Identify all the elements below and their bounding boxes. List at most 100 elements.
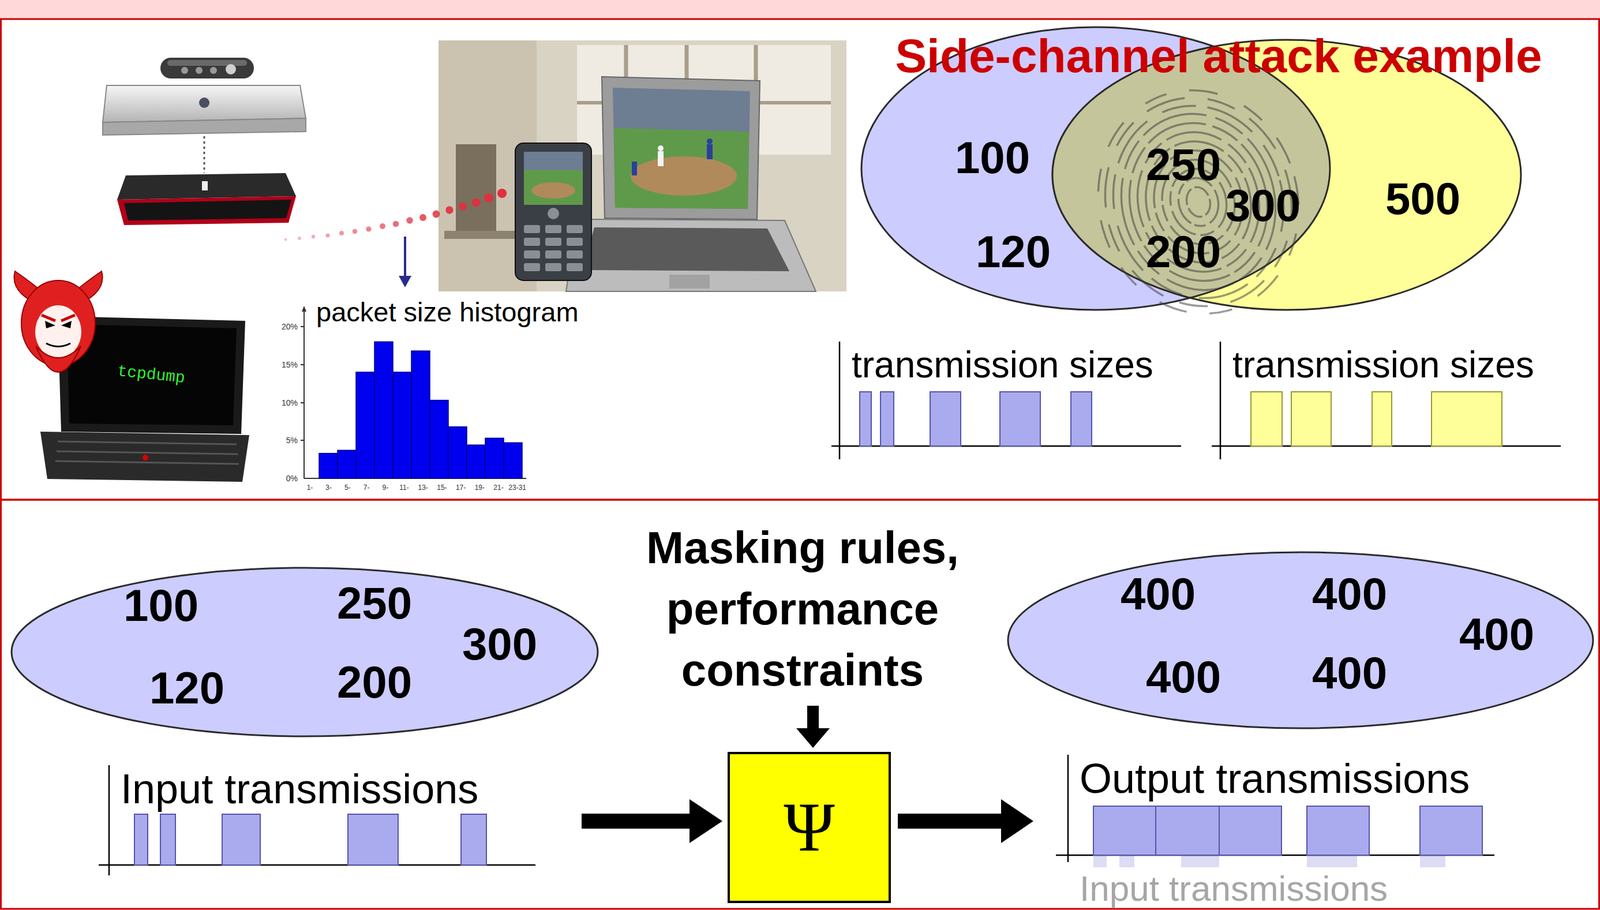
sniff-arrow-part: [398, 275, 412, 288]
wireless-signal-part: [365, 226, 372, 232]
packet-size-histogram: [300, 305, 527, 479]
fingerprint-part: [1122, 118, 1275, 286]
input-size-set-shape: [11, 567, 598, 737]
fingerprint-part: [1142, 140, 1254, 264]
size-value: 200: [1145, 226, 1221, 279]
attacker-laptop-part: [57, 441, 237, 445]
input-transmission-chart: [98, 765, 536, 876]
size-value: 500: [1385, 173, 1461, 226]
fingerprint-part: [1173, 173, 1224, 231]
packet-size-histogram-part: [300, 439, 305, 441]
packet-size-histogram-part-part: [392, 372, 412, 479]
attacker-laptop-part: [55, 461, 239, 464]
chart-title: packet size histogram: [316, 296, 579, 328]
axis-tick: 21-: [493, 484, 504, 493]
fingerprint-part: [1091, 86, 1305, 318]
size-value: 250: [336, 577, 412, 630]
constraint-arrow-part: [796, 728, 830, 748]
packet-size-histogram-part-part: [485, 437, 504, 479]
packet-size-histogram-part-part: [411, 350, 430, 479]
output-size-set-shape: [1008, 552, 1594, 729]
flow-arrow-in-part: [581, 813, 693, 829]
size-value: 250: [1145, 139, 1221, 191]
mobile-phone-part: [545, 225, 562, 234]
packet-size-histogram-part: [300, 402, 305, 404]
size-value: 400: [1145, 651, 1221, 704]
packet-size-histogram-part: [300, 326, 305, 328]
input-transmission-chart-part: [108, 765, 111, 876]
attacker-laptop-part: [40, 431, 250, 482]
sniff-arrow: [398, 236, 412, 288]
wireless-signal-part: [458, 202, 467, 211]
remote-control-part: [195, 66, 203, 74]
axis-tick: 11-: [399, 484, 409, 493]
chart-title: transmission sizes: [1232, 343, 1535, 387]
slide-title: Side-channel attack example: [894, 28, 1542, 84]
chart-title: Input transmissions: [120, 765, 479, 813]
mobile-phone-part: [566, 250, 583, 259]
laptop-streaming-part: [657, 145, 664, 152]
output-transmission-chart-part-part: [1155, 806, 1220, 856]
set-top-box-part: [102, 118, 306, 136]
chart-title: Output transmissions: [1079, 754, 1470, 803]
mobile-phone-part: [523, 250, 541, 259]
remote-control-part: [181, 66, 189, 74]
size-value: 300: [462, 618, 538, 671]
living-room-photo-part: [455, 144, 497, 231]
set-top-box-part: [102, 85, 306, 123]
output-transmission-chart-part-part: [1419, 806, 1483, 856]
mobile-phone-part: [547, 207, 560, 220]
laptop-streaming-part: [630, 156, 737, 196]
function-symbol: Ψ: [783, 787, 835, 868]
flow-arrow-out-part: [1001, 799, 1034, 843]
bottom-panel: [1, 499, 1600, 909]
wireless-signal-part: [311, 234, 316, 239]
streaming-box-part: [124, 199, 292, 221]
laptop-streaming-part: [613, 128, 749, 209]
packet-size-histogram-part-part: [429, 400, 449, 479]
mobile-phone-part: [523, 263, 541, 272]
chart-title: transmission sizes: [851, 343, 1154, 387]
fingerprint-part: [1132, 129, 1265, 275]
constraint-arrow: [796, 705, 830, 748]
ghost-chart-title: Input transmissions: [1079, 870, 1388, 907]
streaming-box-part: [117, 173, 296, 200]
output-transmission-chart-part-part: [1093, 806, 1156, 856]
wireless-signal: [284, 188, 508, 242]
laptop-streaming-part: [582, 227, 790, 272]
axis-tick: 19-: [474, 484, 485, 493]
mobile-phone-part: [523, 237, 541, 246]
packet-size-histogram-part-part: [319, 453, 338, 479]
wireless-signal-part: [325, 233, 330, 238]
output-transmission-chart-part: [1067, 754, 1070, 863]
set-top-box-part: [199, 97, 210, 108]
packet-size-histogram-part-part: [466, 444, 486, 479]
packet-size-histogram-part: [300, 364, 305, 366]
header-band: [0, 0, 1600, 19]
output-transmission-chart-part-part: [1306, 855, 1358, 868]
wireless-signal-part: [497, 188, 507, 198]
packet-size-histogram-part: [319, 341, 523, 479]
attacker-devil-part: [41, 315, 56, 321]
mobile-phone-part: [515, 143, 592, 281]
fingerprint-part: [1152, 151, 1244, 253]
fingerprint-part: [1102, 96, 1296, 308]
laptop-streaming-part: [612, 87, 751, 209]
wireless-signal-part: [284, 238, 288, 242]
transmission-chart-a-part-part: [880, 391, 894, 447]
set-top-box: [102, 85, 306, 136]
mobile-phone-part: [545, 250, 562, 259]
output-transmission-chart-part-part: [1119, 855, 1135, 868]
packet-size-histogram-part-part: [503, 442, 523, 479]
packet-size-histogram-part: [301, 305, 307, 312]
size-value: 100: [123, 579, 199, 632]
remote-control-part: [160, 57, 254, 79]
streaming-box-part: [117, 196, 296, 226]
wireless-signal-part: [352, 229, 358, 235]
input-size-set: 100250300120200: [10, 566, 599, 738]
remote-control-part: [210, 66, 217, 74]
transmission-chart-b-part: [1219, 341, 1222, 460]
packet-size-histogram-part-part: [337, 450, 357, 479]
wireless-signal-part: [471, 198, 481, 208]
